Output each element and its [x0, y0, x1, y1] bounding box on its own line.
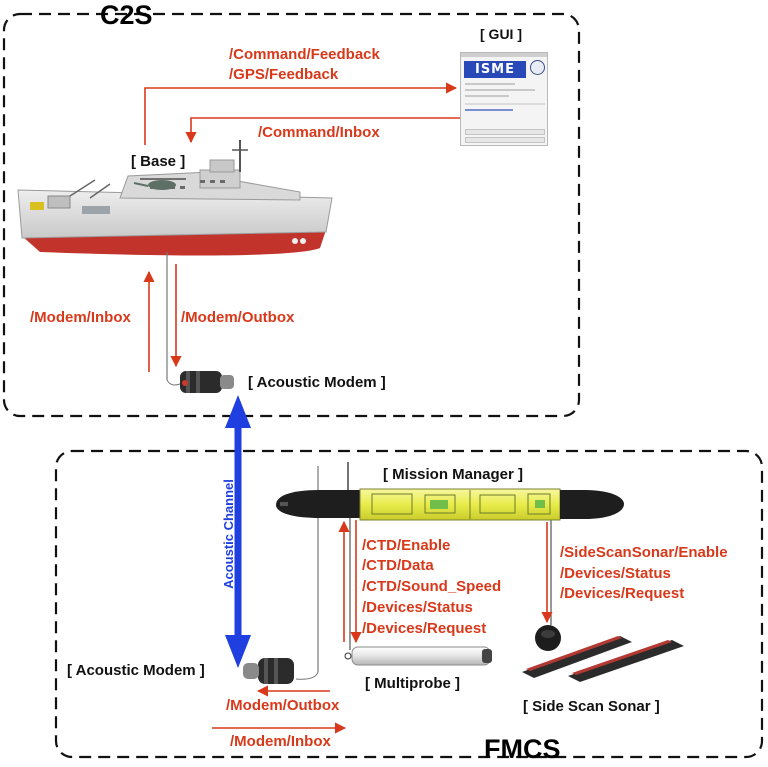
- fmcs-title: FMCS: [484, 734, 561, 764]
- c2s-title: C2S: [100, 0, 153, 30]
- gui-button[interactable]: [465, 137, 545, 143]
- topic-sonar-devices-status: /Devices/Status: [560, 565, 671, 582]
- multiprobe-label: [ Multiprobe ]: [365, 675, 460, 692]
- gui-window[interactable]: ISME: [460, 52, 548, 146]
- topic-ctd-data: /CTD/Data: [362, 557, 434, 574]
- topic-modem-outbox-top: /Modem/Outbox: [181, 309, 295, 326]
- base-label: [ Base ]: [131, 153, 186, 170]
- arrow-base-to-gui: [144, 82, 458, 145]
- topic-ctd-devices-request: /Devices/Request: [362, 620, 487, 637]
- gui-row: [465, 89, 535, 91]
- auv-image: [276, 462, 624, 521]
- fmcs-frame: [54, 449, 764, 759]
- topic-command-inbox: /Command/Inbox: [258, 124, 380, 141]
- mission-manager-label: [ Mission Manager ]: [383, 466, 524, 483]
- multiprobe-image: [344, 646, 492, 666]
- topic-modem-outbox-bottom: /Modem/Outbox: [226, 697, 340, 714]
- gui-row: [465, 95, 509, 97]
- gui-label: [ GUI ]: [480, 26, 522, 42]
- gui-button[interactable]: [465, 129, 545, 135]
- topic-sonar-devices-request: /Devices/Request: [560, 585, 685, 602]
- topic-ctd-sound-speed: /CTD/Sound_Speed: [362, 578, 502, 595]
- ship-image: [17, 140, 333, 256]
- side-scan-sonar-label: [ Side Scan Sonar ]: [523, 698, 660, 715]
- gui-seal-icon: [530, 60, 545, 75]
- acoustic-channel-label: Acoustic Channel: [221, 479, 236, 589]
- topic-modem-inbox-top: /Modem/Inbox: [30, 309, 131, 326]
- acoustic-channel-arrow: [225, 395, 251, 668]
- acoustic-modem-top-label: [ Acoustic Modem ]: [248, 374, 386, 391]
- gui-row: [465, 109, 513, 111]
- gui-logo: ISME: [464, 61, 526, 78]
- side-scan-sonar-image: [522, 625, 684, 682]
- topic-ctd-enable: /CTD/Enable: [362, 537, 451, 554]
- topic-ctd-devices-status: /Devices/Status: [362, 599, 473, 616]
- topic-command-feedback: /Command/Feedback: [229, 46, 380, 63]
- top-acoustic-modem-image: [166, 371, 234, 393]
- gui-row: [465, 103, 545, 105]
- c2s-frame: [2, 12, 581, 418]
- topic-modem-inbox-bottom: /Modem/Inbox: [230, 733, 331, 750]
- acoustic-modem-bottom-label: [ Acoustic Modem ]: [67, 662, 205, 679]
- gui-row: [465, 83, 515, 85]
- gui-titlebar: [461, 53, 547, 57]
- topic-sidescansonar-enable: /SideScanSonar/Enable: [560, 544, 728, 561]
- bottom-acoustic-modem-image: [243, 658, 319, 684]
- topic-gps-feedback: /GPS/Feedback: [229, 66, 339, 83]
- arrow-gui-to-base: [185, 117, 460, 144]
